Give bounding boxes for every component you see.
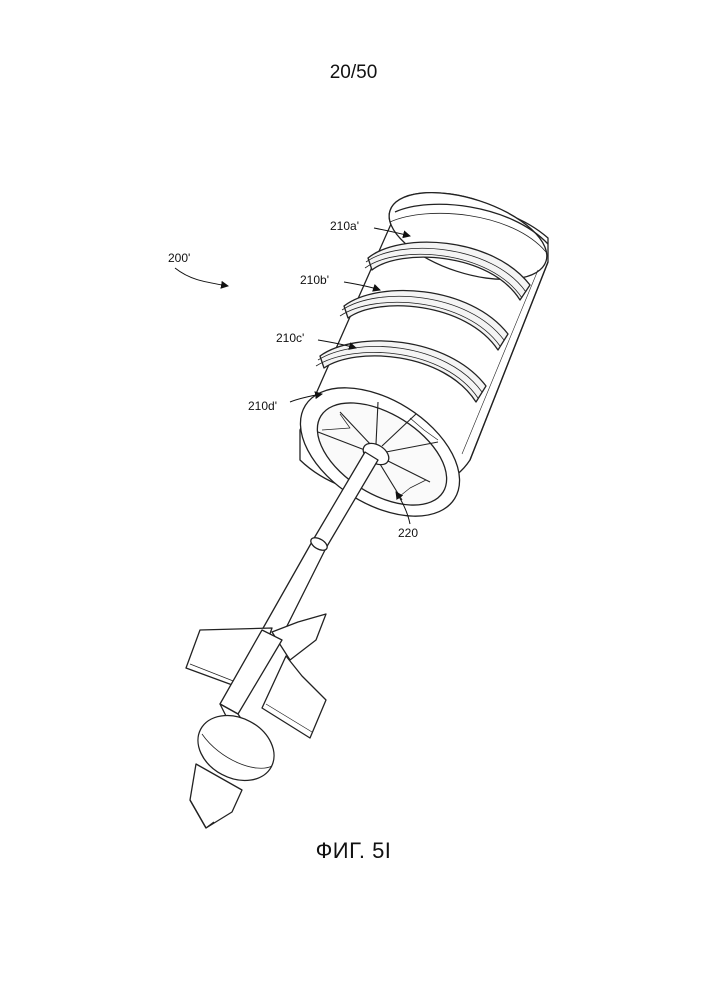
label-210d: 210d' bbox=[248, 399, 277, 413]
shaft bbox=[262, 452, 378, 640]
label-210b: 210b' bbox=[300, 273, 329, 287]
fin-right bbox=[262, 656, 326, 738]
label-210c: 210c' bbox=[276, 331, 304, 345]
label-210a: 210a' bbox=[330, 219, 359, 233]
nose bbox=[187, 703, 286, 828]
label-200: 200' bbox=[168, 251, 190, 265]
fins bbox=[186, 614, 326, 738]
label-220: 220 bbox=[398, 526, 418, 540]
figure-caption: ФИГ. 5I bbox=[0, 838, 707, 864]
